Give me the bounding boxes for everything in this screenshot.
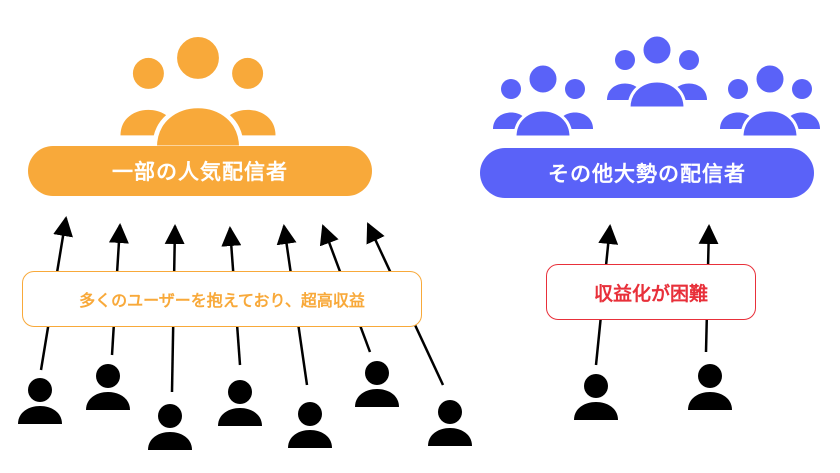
high-revenue-note: 多くのユーザーを抱えており、超高収益: [22, 271, 422, 327]
users-group-icon-right-2: [605, 33, 709, 110]
person-icon: [288, 402, 332, 448]
person-icon: [688, 364, 732, 410]
person-icon: [218, 380, 262, 426]
person-icon: [428, 400, 472, 446]
person-icon: [18, 378, 62, 424]
monetization-difficult-note: 収益化が困難: [546, 264, 756, 320]
users-group-icon-right-1: [491, 62, 595, 139]
person-icon: [148, 404, 192, 450]
person-icon: [574, 374, 618, 420]
users-group-icon-left: [121, 35, 276, 148]
users-group-icon-right-3: [718, 62, 822, 139]
popular-streamers-label: 一部の人気配信者: [28, 146, 372, 196]
other-streamers-label: その他大勢の配信者: [480, 148, 814, 198]
person-icon: [355, 361, 399, 407]
person-icon: [86, 364, 130, 410]
people: [18, 361, 732, 450]
